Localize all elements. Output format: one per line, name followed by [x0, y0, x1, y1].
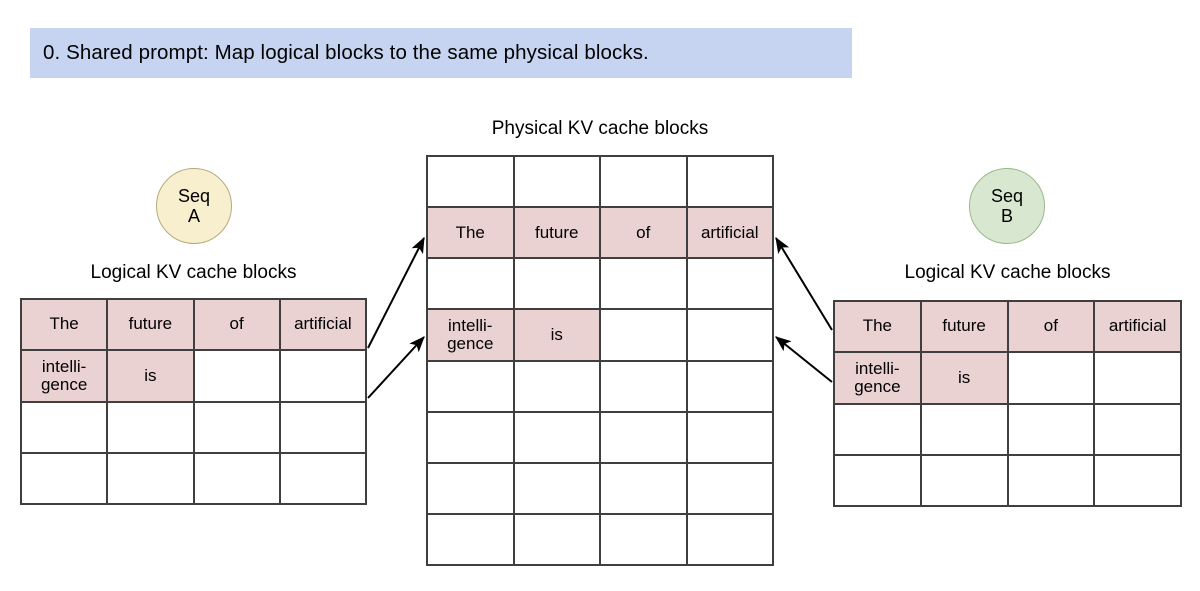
- block-cell: [428, 514, 515, 566]
- block-cell: [1008, 455, 1096, 507]
- seq-b-logical-blocks-heading: Logical KV cache blocks: [904, 262, 1111, 283]
- block-cell: [514, 361, 601, 413]
- block-cell: [514, 259, 601, 311]
- title-banner-text: 0. Shared prompt: Map logical blocks to …: [43, 41, 649, 64]
- block-cell: [835, 404, 922, 456]
- block-cell: [1095, 353, 1182, 405]
- block-cell: The: [428, 208, 515, 260]
- block-cell: of: [601, 208, 688, 260]
- arrow-seq-b-block0-to-physical-row2: [775, 236, 833, 331]
- seq-a-badge[interactable]: Seq A: [156, 168, 232, 244]
- block-cell: [194, 402, 281, 454]
- block-cell: [428, 157, 515, 209]
- block-cell: future: [108, 300, 195, 352]
- physical-blocks-heading: Physical KV cache blocks: [491, 118, 709, 139]
- title-banner: 0. Shared prompt: Map logical blocks to …: [30, 28, 852, 78]
- block-cell: [194, 351, 281, 403]
- arrow-seq-b-block1-to-physical-row4: [775, 336, 833, 383]
- block-cell: [601, 412, 688, 464]
- block-cell: [280, 402, 367, 454]
- arrow-seq-a-block1-to-physical-row4: [367, 336, 425, 399]
- block-cell: of: [1008, 302, 1096, 354]
- block-cell: [835, 455, 922, 507]
- block-cell: [1008, 353, 1096, 405]
- block-cell: [601, 514, 688, 566]
- block-cell: [428, 259, 515, 311]
- block-cell: is: [108, 351, 195, 403]
- block-cell: [108, 402, 195, 454]
- block-cell: [280, 453, 367, 505]
- block-cell: [514, 412, 601, 464]
- block-cell: [280, 351, 367, 403]
- block-cell: future: [514, 208, 601, 260]
- block-cell: [514, 463, 601, 515]
- block-cell: [428, 361, 515, 413]
- block-cell: [687, 157, 774, 209]
- seq-b-label-line1: Seq: [990, 185, 1024, 206]
- block-cell: [1095, 404, 1182, 456]
- block-cell: [687, 259, 774, 311]
- block-cell: [687, 412, 774, 464]
- block-cell: The: [835, 302, 922, 354]
- arrow-seq-a-block0-to-physical-row2: [367, 236, 425, 349]
- block-cell: [601, 361, 688, 413]
- block-cell: artificial: [687, 208, 774, 260]
- block-cell: [687, 361, 774, 413]
- block-cell: [514, 157, 601, 209]
- block-cell: [921, 404, 1009, 456]
- block-cell: [687, 514, 774, 566]
- block-cell: [601, 157, 688, 209]
- block-cell: [514, 514, 601, 566]
- block-cell: The: [22, 300, 109, 352]
- block-cell: artificial: [1095, 302, 1182, 354]
- block-cell: [108, 453, 195, 505]
- seq-b-label-line2: B: [1000, 206, 1013, 226]
- block-cell: [22, 402, 109, 454]
- block-cell: [687, 463, 774, 515]
- block-cell: [1095, 455, 1182, 507]
- block-cell: [428, 412, 515, 464]
- block-cell: intelli-gence: [835, 353, 922, 405]
- seq-a-logical-blocks-heading: Logical KV cache blocks: [90, 262, 297, 283]
- block-cell: intelli-gence: [428, 310, 515, 362]
- block-cell: [921, 455, 1009, 507]
- block-cell: [601, 310, 688, 362]
- block-cell: [601, 259, 688, 311]
- block-cell: artificial: [280, 300, 367, 352]
- block-cell: [601, 463, 688, 515]
- block-cell: is: [921, 353, 1009, 405]
- block-cell: [1008, 404, 1096, 456]
- block-cell: [428, 463, 515, 515]
- block-cell: [22, 453, 109, 505]
- block-cell: [194, 453, 281, 505]
- block-cell: future: [921, 302, 1009, 354]
- seq-b-badge[interactable]: Seq B: [969, 168, 1045, 244]
- seq-a-label-line2: A: [187, 206, 200, 226]
- block-cell: intelli-gence: [22, 351, 109, 403]
- seq-a-label-line1: Seq: [177, 185, 211, 206]
- block-cell: of: [194, 300, 281, 352]
- block-cell: is: [514, 310, 601, 362]
- block-cell: [687, 310, 774, 362]
